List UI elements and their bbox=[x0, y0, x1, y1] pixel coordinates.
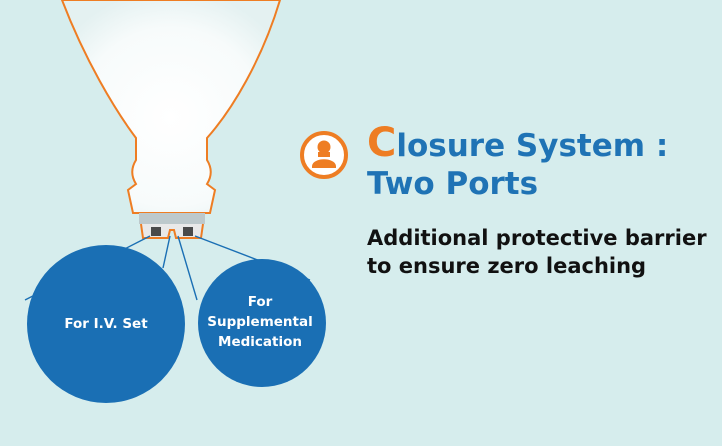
label-iv-set: For I.V. Set bbox=[64, 316, 148, 332]
connector-iv-right bbox=[162, 235, 171, 269]
bottle-outline bbox=[60, 0, 282, 214]
subtitle-line-1: Additional protective barrier bbox=[367, 226, 707, 250]
port-left-seal bbox=[151, 227, 161, 236]
subtitle: Additional protective barrier to ensure … bbox=[367, 224, 719, 280]
bottle-cap bbox=[139, 213, 205, 224]
port-circle-medication bbox=[198, 259, 326, 387]
label-supplemental-medication: For Supplemental Medication bbox=[200, 292, 320, 352]
closure-outline bbox=[140, 223, 204, 239]
heading-first-letter: C bbox=[367, 120, 397, 166]
person-silhouette-icon bbox=[300, 131, 348, 179]
port-circle-iv bbox=[27, 245, 185, 403]
connector-med-left bbox=[177, 235, 198, 301]
heading: Closure System : Two Ports bbox=[367, 123, 719, 203]
heading-line-1-rest: losure System : bbox=[396, 128, 669, 164]
port-right-seal bbox=[183, 227, 193, 236]
heading-line-1: Closure System : bbox=[367, 123, 719, 165]
label-med-line-3: Medication bbox=[218, 334, 302, 350]
label-med-line-1: For bbox=[247, 294, 273, 310]
heading-line-2: Two Ports bbox=[367, 166, 539, 202]
label-med-line-2: Supplemental bbox=[207, 314, 313, 330]
subtitle-line-2: to ensure zero leaching bbox=[367, 254, 647, 278]
